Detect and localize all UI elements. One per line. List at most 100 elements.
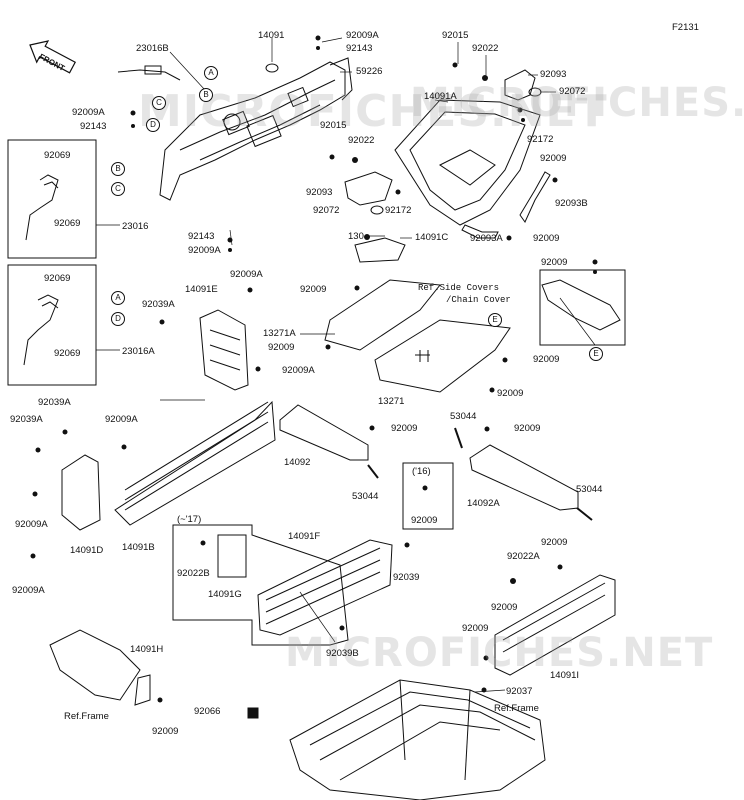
label-23016B: 23016B	[136, 43, 169, 54]
label-92015-top: 92015	[442, 30, 469, 41]
bracket-14091H	[49, 629, 141, 701]
callout-A-box: A	[111, 291, 125, 305]
label-92009A-top: 92009A	[346, 30, 379, 41]
label-23016A: 23016A	[122, 346, 155, 357]
front-arrow	[29, 40, 77, 74]
label-92015-mid: 92015	[320, 120, 347, 131]
label-13271: 13271	[378, 396, 405, 407]
label-92072-mid: 92072	[313, 205, 340, 216]
label-14091F: 14091F	[288, 531, 321, 542]
label-14092A: 14092A	[467, 498, 500, 509]
label-14091A: 14091A	[424, 91, 457, 102]
ref-side-covers: Ref.Side Covers	[418, 283, 500, 293]
bracket-92093-top	[504, 69, 536, 101]
ref-frame-left: Ref.Frame	[64, 711, 109, 722]
label-53044-r: 53044	[450, 411, 477, 422]
label-92039: 92039	[393, 572, 420, 583]
label-59226: 59226	[356, 66, 383, 77]
floor-plate-13271A	[324, 279, 441, 351]
label-92009-r4: 92009	[514, 423, 541, 434]
label-14091E: 14091E	[185, 284, 218, 295]
label-92093-top: 92093	[540, 69, 567, 80]
rail-14091B	[114, 400, 276, 526]
label-92009-c3: 92009	[533, 354, 560, 365]
rail-14091I	[494, 574, 616, 676]
cable-23016B	[117, 69, 181, 81]
label-14091I: 14091I	[550, 670, 580, 681]
label-92009-r5: 92009	[541, 537, 568, 548]
storage-tray-14091A	[394, 99, 541, 226]
label-92009A-e2: 92009A	[282, 365, 315, 376]
label-92069-b2b: 92069	[54, 348, 81, 359]
label-92009-m1: 92009	[391, 423, 418, 434]
label-92009-r2: 92009	[533, 233, 560, 244]
label-53044-m: 53044	[352, 491, 379, 502]
label-92009-r3: 92009	[541, 257, 568, 268]
frame-assembly	[289, 679, 546, 800]
callout-B-box: B	[111, 162, 125, 176]
label-92009-c4: 92009	[497, 388, 524, 399]
callout-B-top: B	[199, 88, 213, 102]
callout-C-top: C	[152, 96, 166, 110]
label-14091B: 14091B	[122, 542, 155, 553]
label-14091C: 14091C	[415, 232, 449, 243]
label-92009A-low: 92009A	[188, 245, 221, 256]
label-92143-low: 92143	[188, 231, 215, 242]
label-92039A-l2: 92039A	[10, 414, 43, 425]
label-92093-mid: 92093	[306, 187, 333, 198]
callout-D-box: D	[111, 312, 125, 326]
label-53044-r2: 53044	[576, 484, 603, 495]
ref-frame-right: Ref.Frame	[494, 703, 539, 714]
label-92072-top: 92072	[559, 86, 586, 97]
label-130: 130	[348, 231, 364, 242]
floor-plate-13271	[374, 319, 511, 393]
label-92009-r6: 92009	[491, 602, 518, 613]
label-92009A-e: 92009A	[230, 269, 263, 280]
bracket-92093B	[519, 171, 551, 223]
label-92069-b1a: 92069	[44, 150, 71, 161]
dashboard-panel-14091	[159, 57, 353, 201]
label-92009-c2: 92009	[268, 342, 295, 353]
label-14091: 14091	[258, 30, 285, 41]
bracket-92093A	[461, 224, 499, 239]
label-92022-top: 92022	[472, 43, 499, 54]
label-92069-b2a: 92069	[44, 273, 71, 284]
label-92069-b1b: 92069	[54, 218, 81, 229]
callout-E-plate: E	[488, 313, 502, 327]
label-92039A-e: 92039A	[142, 299, 175, 310]
watermark-top: MICROFICHES.NET	[138, 86, 608, 137]
callout-A-top: A	[204, 66, 218, 80]
plug-92066	[247, 707, 259, 719]
bracket-92093-mid	[344, 171, 393, 206]
watermark-right: MICROFICHES.NET	[410, 80, 744, 126]
label-92009-r1: 92009	[540, 153, 567, 164]
label-92172-mid: 92172	[385, 205, 412, 216]
label-14091G: 14091G	[208, 589, 242, 600]
label-92143-top: 92143	[346, 43, 373, 54]
label-23016: 23016	[122, 221, 149, 232]
label-92143-l1: 92143	[80, 121, 107, 132]
label-92037: 92037	[506, 686, 533, 697]
label-92009-c1: 92009	[300, 284, 327, 295]
label-92039B: 92039B	[326, 648, 359, 659]
label-92022-mid: 92022	[348, 135, 375, 146]
label-92066: 92066	[194, 706, 221, 717]
label-92009-box: 92009	[411, 515, 438, 526]
clip-92072-mid	[370, 205, 384, 215]
label-92039A-l: 92039A	[38, 397, 71, 408]
panel-14091F	[257, 539, 393, 636]
label-92009-r7: 92009	[462, 623, 489, 634]
diagram-code: F2131	[672, 22, 699, 33]
plate-14091G	[217, 534, 247, 578]
callout-C-box: C	[111, 182, 125, 196]
ref-chain-cover: /Chain Cover	[446, 295, 511, 305]
harness-box-23016A	[7, 264, 97, 386]
box-16	[402, 462, 454, 530]
callout-E-rail: E	[589, 347, 603, 361]
label-16: ('16)	[412, 466, 431, 477]
label-92022B: 92022B	[177, 568, 210, 579]
label-92009-bl: 92009	[152, 726, 179, 737]
label-92009A-l2: 92009A	[105, 414, 138, 425]
label-92093B: 92093B	[555, 198, 588, 209]
